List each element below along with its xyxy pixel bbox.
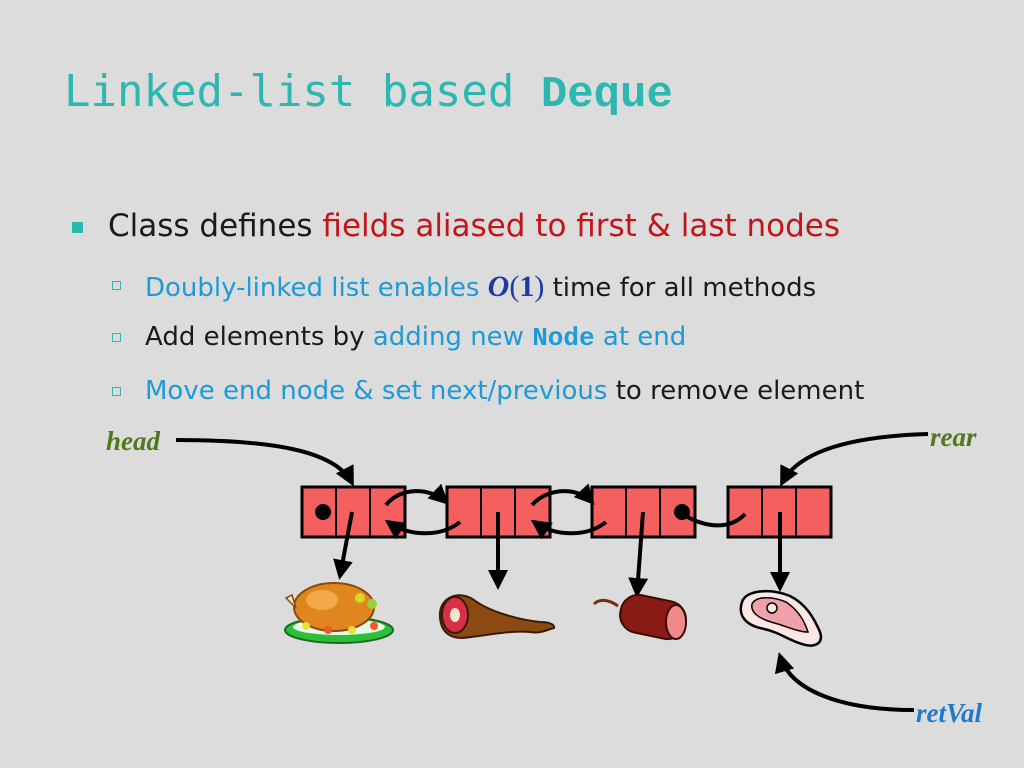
sub-bullet-square-icon [112, 333, 121, 342]
sub-1-plain: time for all methods [544, 273, 817, 303]
node-1 [300, 485, 407, 539]
title-bold: Deque [540, 70, 673, 120]
title-plain: Linked-list based [64, 66, 541, 117]
rear-label: rear [930, 422, 977, 452]
element-arrow-1 [333, 511, 354, 580]
prev-link-3-2 [530, 519, 608, 540]
sub-3-plain: to remove element [607, 376, 865, 406]
slide-title: Linked-list based Deque [64, 66, 673, 120]
sub-2-blue-end: at end [594, 322, 687, 352]
retval-label: retVal [916, 698, 983, 728]
ham-icon [438, 594, 556, 640]
sub-bullet-square-icon [112, 281, 121, 290]
big-o-close: ) [534, 270, 545, 303]
head-label: head [106, 426, 160, 456]
big-o-open: ( [509, 270, 520, 303]
head-arrow [175, 438, 354, 487]
sub-bullet-2: Add elements by adding new Node at end [112, 322, 686, 353]
next-link-1-2 [384, 483, 449, 507]
bullet-list: Class defines fields aliased to first & … [72, 208, 1002, 406]
prev-link-2-1 [384, 519, 462, 540]
bullet-1-plain: Class defines [108, 208, 323, 244]
steak-icon [739, 589, 823, 647]
next-link-2-3 [530, 483, 595, 507]
big-o-one: 1 [519, 270, 535, 303]
retval-arrow [774, 652, 915, 712]
element-arrow-3 [628, 511, 649, 598]
rear-arrow [780, 432, 929, 487]
sausage-icon [592, 593, 687, 641]
sub-bullet-square-icon [112, 387, 121, 396]
node-3 [590, 485, 697, 539]
bullet-1: Class defines fields aliased to first & … [72, 208, 1002, 244]
sub-3-blue: Move end node & set next/previous [145, 376, 608, 406]
sub-bullet-1: Doubly-linked list enables O(1) time for… [112, 270, 816, 304]
big-o-symbol: O [487, 270, 510, 303]
turkey-icon [284, 582, 394, 644]
sub-2-plain: Add elements by [145, 322, 373, 352]
bullet-1-highlight: fields aliased to first & last nodes [322, 208, 841, 244]
bullet-square-icon [72, 222, 83, 233]
prev-link-4-3 [682, 512, 747, 528]
sub-2-blue: adding new [372, 322, 533, 352]
node-code: Node [532, 323, 595, 353]
sub-1-blue: Doubly-linked list enables [145, 273, 488, 303]
sub-bullet-3: Move end node & set next/previous to rem… [112, 376, 864, 406]
